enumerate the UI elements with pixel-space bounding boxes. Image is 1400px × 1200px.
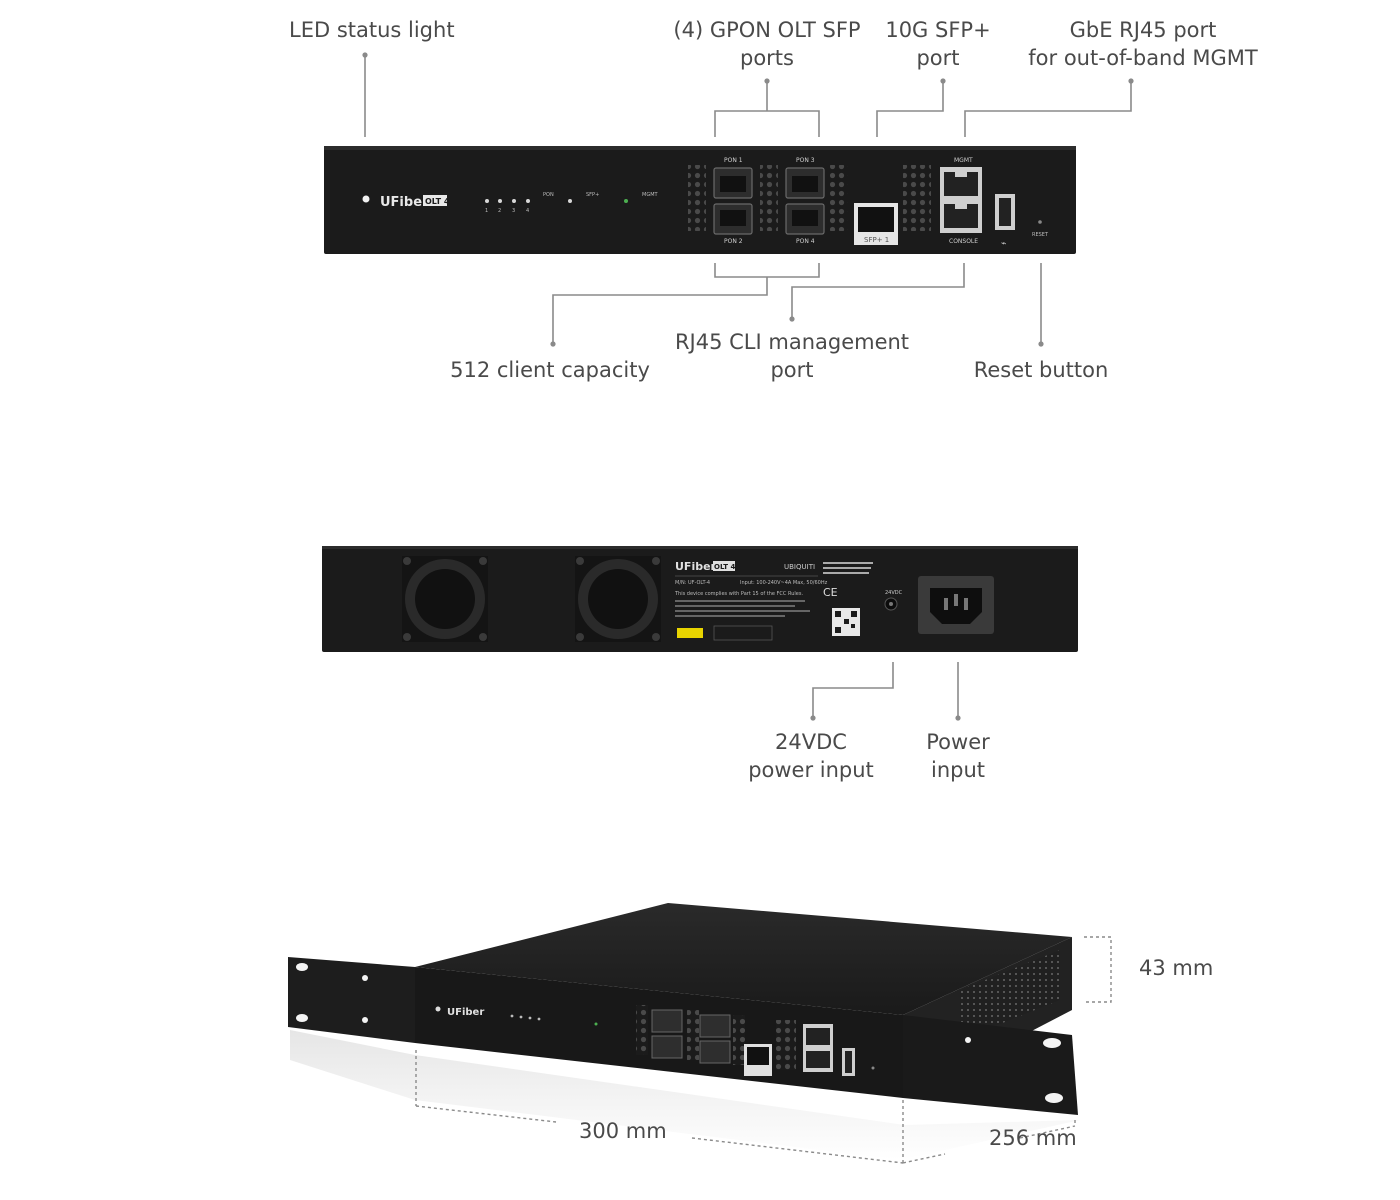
pon-1-label: PON 1 (724, 157, 743, 164)
led-num-4: 4 (526, 208, 529, 214)
rear-vendor: UBIQUITI (784, 563, 815, 571)
mgmt-label: MGMT (954, 157, 973, 164)
svg-text:CE: CE (823, 586, 838, 599)
fan-right (575, 556, 661, 642)
sfp-plus-label: SFP+ 1 (864, 236, 889, 244)
fan-left (402, 556, 488, 642)
rear-brand: UFiber (675, 560, 717, 573)
rear-input-line: Input: 100-240V~4A Max, 50/60Hz (740, 580, 828, 586)
pon-2-label: PON 2 (724, 238, 743, 245)
reset-label: RESET (1032, 232, 1049, 238)
front-brand: UFiber (380, 195, 429, 210)
dimension-width: 300 mm (579, 1119, 667, 1143)
status-led (362, 195, 370, 203)
callout-power-input: Power input (926, 730, 990, 782)
console-label: CONSOLE (949, 238, 978, 245)
usb-icon: ⌁ (1001, 239, 1006, 249)
callout-cli-port: RJ45 CLI management port (674, 330, 910, 382)
callout-lines-front (364, 57, 1132, 342)
callout-led-status: LED status light (289, 18, 455, 42)
callout-client-capacity: 512 client capacity (450, 358, 650, 382)
rear-model-line: M/N: UF-OLT-4 (675, 580, 710, 586)
led-group-pon: PON (543, 192, 554, 198)
dimension-lines (415, 936, 1112, 1164)
svg-text:UFiber: UFiber (447, 1007, 484, 1018)
front-model-badge: OLT 4 (425, 197, 450, 206)
dimension-depth: 256 mm (989, 1126, 1077, 1150)
callout-reset-button: Reset button (973, 358, 1109, 382)
led-group-sfp: SFP+ (586, 192, 599, 198)
led-group-mgmt: MGMT (642, 192, 659, 198)
pon-4-label: PON 4 (796, 238, 815, 245)
rear-model-badge: OLT 4 (714, 563, 735, 571)
dc-label: 24VDC (885, 590, 903, 596)
callout-dots-front (362, 52, 1134, 347)
front-panel: UFiber OLT 4 1 2 3 4 PON SFP+ MGMT (324, 146, 1076, 254)
led-num-3: 3 (512, 208, 515, 214)
callout-mgmt-port: GbE RJ45 port for out-of-band MGMT (1028, 18, 1258, 70)
callout-sfp-plus: 10G SFP+ port (885, 18, 991, 70)
led-num-2: 2 (498, 208, 501, 214)
device-3d-view: UFiber (288, 903, 1080, 1160)
pon-3-label: PON 3 (796, 157, 815, 164)
rear-panel: UFiber OLT 4 UBIQUITI M/N: UF-OLT-4 Inpu… (322, 546, 1078, 652)
rear-fcc-line: This device complies with Part 15 of the… (674, 591, 803, 597)
callout-lines-rear (812, 662, 959, 716)
led-num-1: 1 (485, 208, 488, 214)
callout-gpon-ports: (4) GPON OLT SFP ports (673, 18, 861, 70)
dimension-height: 43 mm (1139, 956, 1214, 980)
callout-dc-input: 24VDC power input (748, 730, 874, 782)
